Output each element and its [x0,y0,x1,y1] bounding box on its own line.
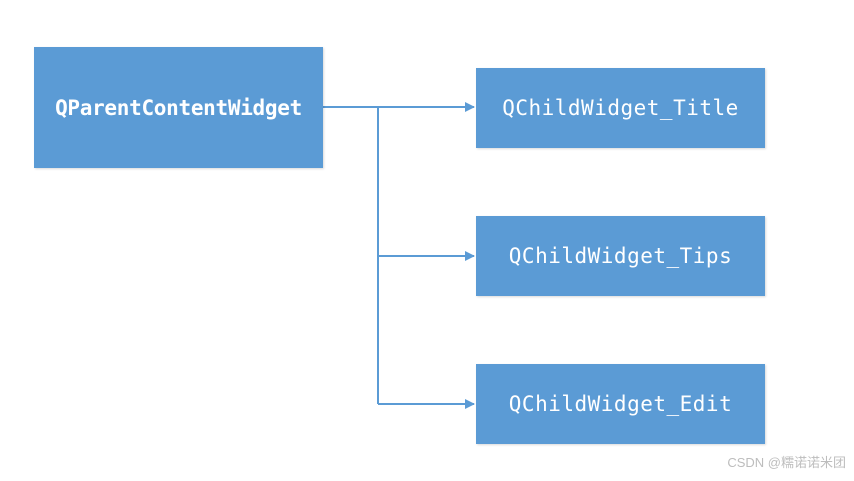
child-widget-node-title: QChildWidget_Title [476,68,765,148]
parent-widget-label: QParentContentWidget [55,95,302,120]
child-widget-node-edit: QChildWidget_Edit [476,364,765,444]
watermark: CSDN @糯诺诺米团 [727,455,846,470]
child-widget-label-edit: QChildWidget_Edit [508,392,733,416]
child-widget-node-tips: QChildWidget_Tips [476,216,765,296]
child-widget-label-tips: QChildWidget_Tips [508,244,733,268]
child-widget-label-title: QChildWidget_Title [502,96,739,120]
parent-widget-node: QParentContentWidget [34,47,323,168]
